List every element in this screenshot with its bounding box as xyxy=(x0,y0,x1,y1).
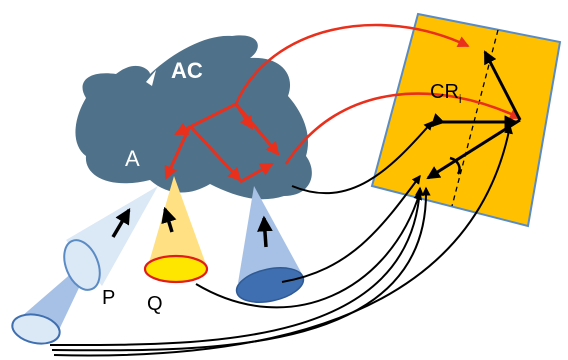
cloud-notch xyxy=(146,70,156,86)
red-curve-top xyxy=(234,23,470,105)
black-curve-bl-3 xyxy=(53,124,513,357)
label-cr: CRi xyxy=(430,81,462,106)
red-curve-mid xyxy=(284,92,522,165)
black-hook xyxy=(449,156,461,175)
label-cr-sub: i xyxy=(459,92,462,106)
cone-q-arrow xyxy=(161,206,177,233)
black-curves xyxy=(49,120,513,357)
black-curve-right-cone xyxy=(281,174,421,283)
cone-q xyxy=(143,176,209,284)
label-ac: AC xyxy=(171,58,203,83)
cone-right-arrow xyxy=(257,215,273,248)
black-curve-bl-2 xyxy=(51,186,431,352)
label-cr-main: CR xyxy=(430,81,459,103)
cr-region xyxy=(370,12,562,228)
red-edge-4 xyxy=(164,125,192,180)
red-edge-6 xyxy=(239,162,274,184)
red-edge-5 xyxy=(188,124,242,182)
black-edge-3 xyxy=(430,113,445,128)
cone-p xyxy=(63,186,158,291)
label-q: Q xyxy=(147,293,163,315)
black-curve-q xyxy=(195,190,423,309)
black-edge-1 xyxy=(483,50,522,121)
red-edge-3 xyxy=(234,103,280,156)
black-curve-bl-1 xyxy=(49,186,425,347)
cone-right xyxy=(235,186,305,303)
cone-p-arrow xyxy=(111,207,131,238)
red-graph xyxy=(164,102,280,184)
red-edge-1 xyxy=(174,102,237,136)
label-p: P xyxy=(102,287,115,309)
label-a: A xyxy=(125,146,140,171)
black-curve-cloud xyxy=(291,120,433,195)
